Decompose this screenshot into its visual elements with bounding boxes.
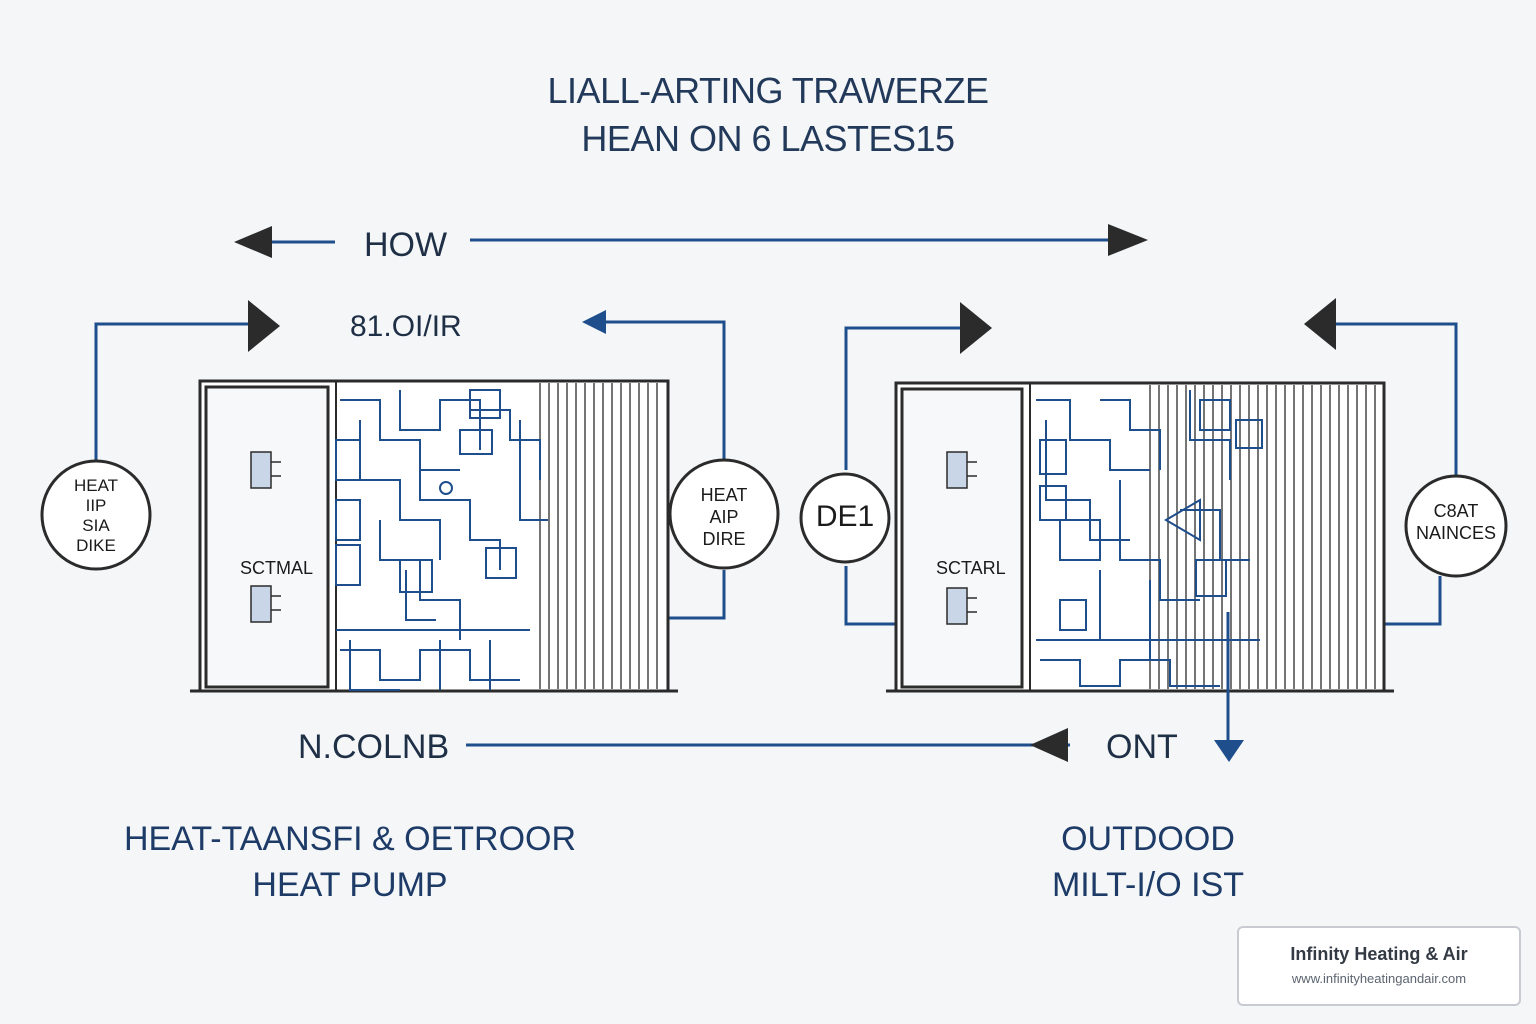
brand-badge: Infinity Heating & Air www.infinityheati… bbox=[1237, 926, 1521, 1006]
right-unit-circle-right-label: C8AT NAINCES bbox=[1415, 501, 1496, 543]
left-top-label: 81.OI/IR bbox=[350, 310, 462, 343]
right-unit-panel-label: SCTARL bbox=[936, 558, 1006, 578]
left-unit-circle-left-label: HEAT IIP SIA DIKE bbox=[73, 476, 119, 555]
right-unit-circle-left-label: DE1 bbox=[815, 500, 875, 533]
left-unit-fins bbox=[539, 383, 658, 689]
brand-name: Infinity Heating & Air bbox=[1290, 944, 1468, 964]
right-unit-caption-line2: MILT-I/O IST bbox=[1051, 866, 1245, 904]
brand-url: www.infinityheatingandair.com bbox=[1291, 971, 1467, 986]
right-unit-connectors bbox=[946, 451, 977, 625]
left-unit-caption: HEAT-TAANSFI & OETROOR HEAT PUMP bbox=[90, 816, 610, 908]
right-unit-circuitry bbox=[1036, 390, 1263, 687]
left-unit-panel-label: SCTMAL bbox=[240, 558, 314, 578]
bottom-right-label: ONT bbox=[1106, 728, 1178, 766]
left-unit bbox=[40, 300, 780, 693]
bottom-flow-label: N.COLNB bbox=[298, 728, 450, 766]
diagram-title-line2: HEAN ON 6 LASTES15 bbox=[581, 118, 955, 159]
top-flow-label: HOW bbox=[364, 226, 448, 264]
right-unit bbox=[799, 298, 1508, 762]
right-unit-caption: OUTDOOD MILT-I/O IST bbox=[948, 816, 1348, 908]
left-unit-circle-right-label: HEAT AIP DIRE bbox=[700, 485, 748, 549]
top-flow-arrow bbox=[234, 224, 1148, 258]
right-unit-caption-line1: OUTDOOD bbox=[1061, 820, 1235, 858]
left-unit-connectors bbox=[250, 451, 281, 623]
diagram-title-line1: LIALL-ARTING TRAWERZE bbox=[547, 70, 989, 111]
left-unit-caption-line2: HEAT PUMP bbox=[252, 866, 448, 904]
right-unit-fins bbox=[1149, 385, 1376, 689]
bottom-flow-arrow bbox=[466, 728, 1070, 762]
left-unit-circuitry bbox=[335, 389, 548, 691]
left-unit-caption-line1: HEAT-TAANSFI & OETROOR bbox=[123, 820, 577, 858]
